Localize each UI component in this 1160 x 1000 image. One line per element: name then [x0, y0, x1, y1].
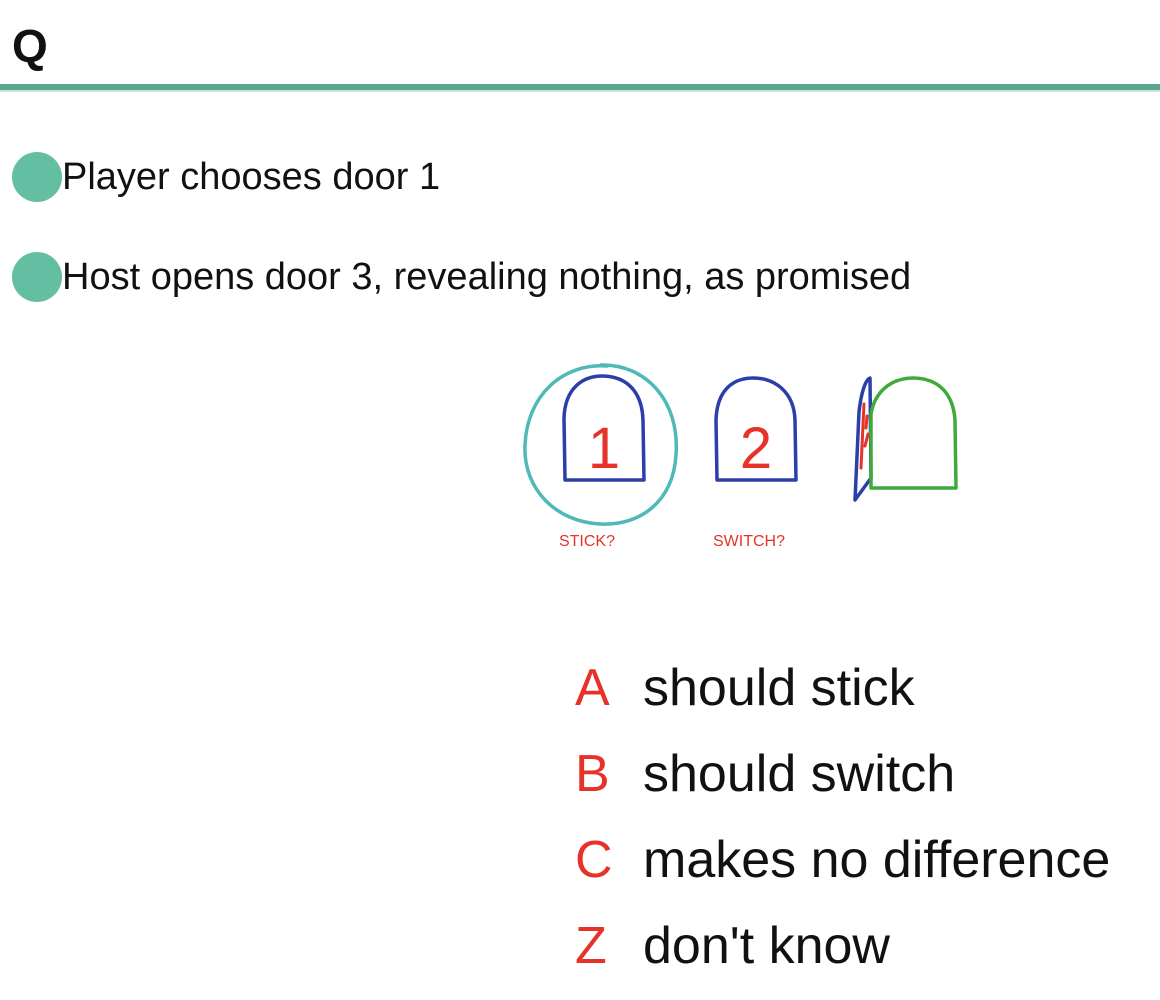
- door-3-panel-edge: [859, 402, 866, 470]
- door-3-open-panel: [853, 376, 873, 502]
- bullet-item-1: Player chooses door 1: [12, 152, 442, 202]
- answer-options: A should stick B should switch C makes n…: [575, 656, 1110, 1000]
- answer-letter: C: [575, 831, 613, 889]
- bullet-item-2: Host opens door 3, revealing nothing, as…: [12, 252, 913, 302]
- stick-caption: STICK?: [559, 533, 615, 550]
- selection-circle: [523, 363, 678, 526]
- answer-letter: B: [575, 745, 610, 803]
- bullet-text: Host opens door 3, revealing nothing, as…: [62, 256, 912, 298]
- bullet-dot-icon: [12, 252, 62, 302]
- switch-caption: SWITCH?: [713, 533, 785, 550]
- door-2-outline: [714, 376, 798, 482]
- title-divider: [0, 84, 1160, 90]
- doors-sketch: 1 STICK? 2 SWITCH?: [523, 363, 958, 550]
- answer-text: makes no difference: [643, 831, 1111, 889]
- answer-option-a: A should stick: [575, 656, 1110, 742]
- answer-letter: A: [575, 659, 610, 717]
- door-3-panel-edge-mark: [863, 414, 870, 448]
- answer-letter: Z: [575, 917, 607, 975]
- answer-text: don't know: [643, 917, 890, 975]
- answer-text: should switch: [643, 745, 956, 803]
- bullet-text: Player chooses door 1: [62, 156, 441, 198]
- answer-option-c: C makes no difference: [575, 828, 1110, 914]
- door-1-number: 1: [588, 416, 620, 481]
- door-1-outline: [562, 374, 646, 482]
- door-3-doorway: [869, 376, 958, 490]
- answer-text: should stick: [643, 659, 915, 717]
- slide-title: Q: [12, 20, 48, 72]
- bullet-dot-icon: [12, 152, 62, 202]
- answer-option-b: B should switch: [575, 742, 1110, 828]
- title-divider-shadow: [0, 90, 1160, 92]
- door-2-number: 2: [740, 416, 772, 481]
- answer-option-z: Z don't know: [575, 914, 1110, 1000]
